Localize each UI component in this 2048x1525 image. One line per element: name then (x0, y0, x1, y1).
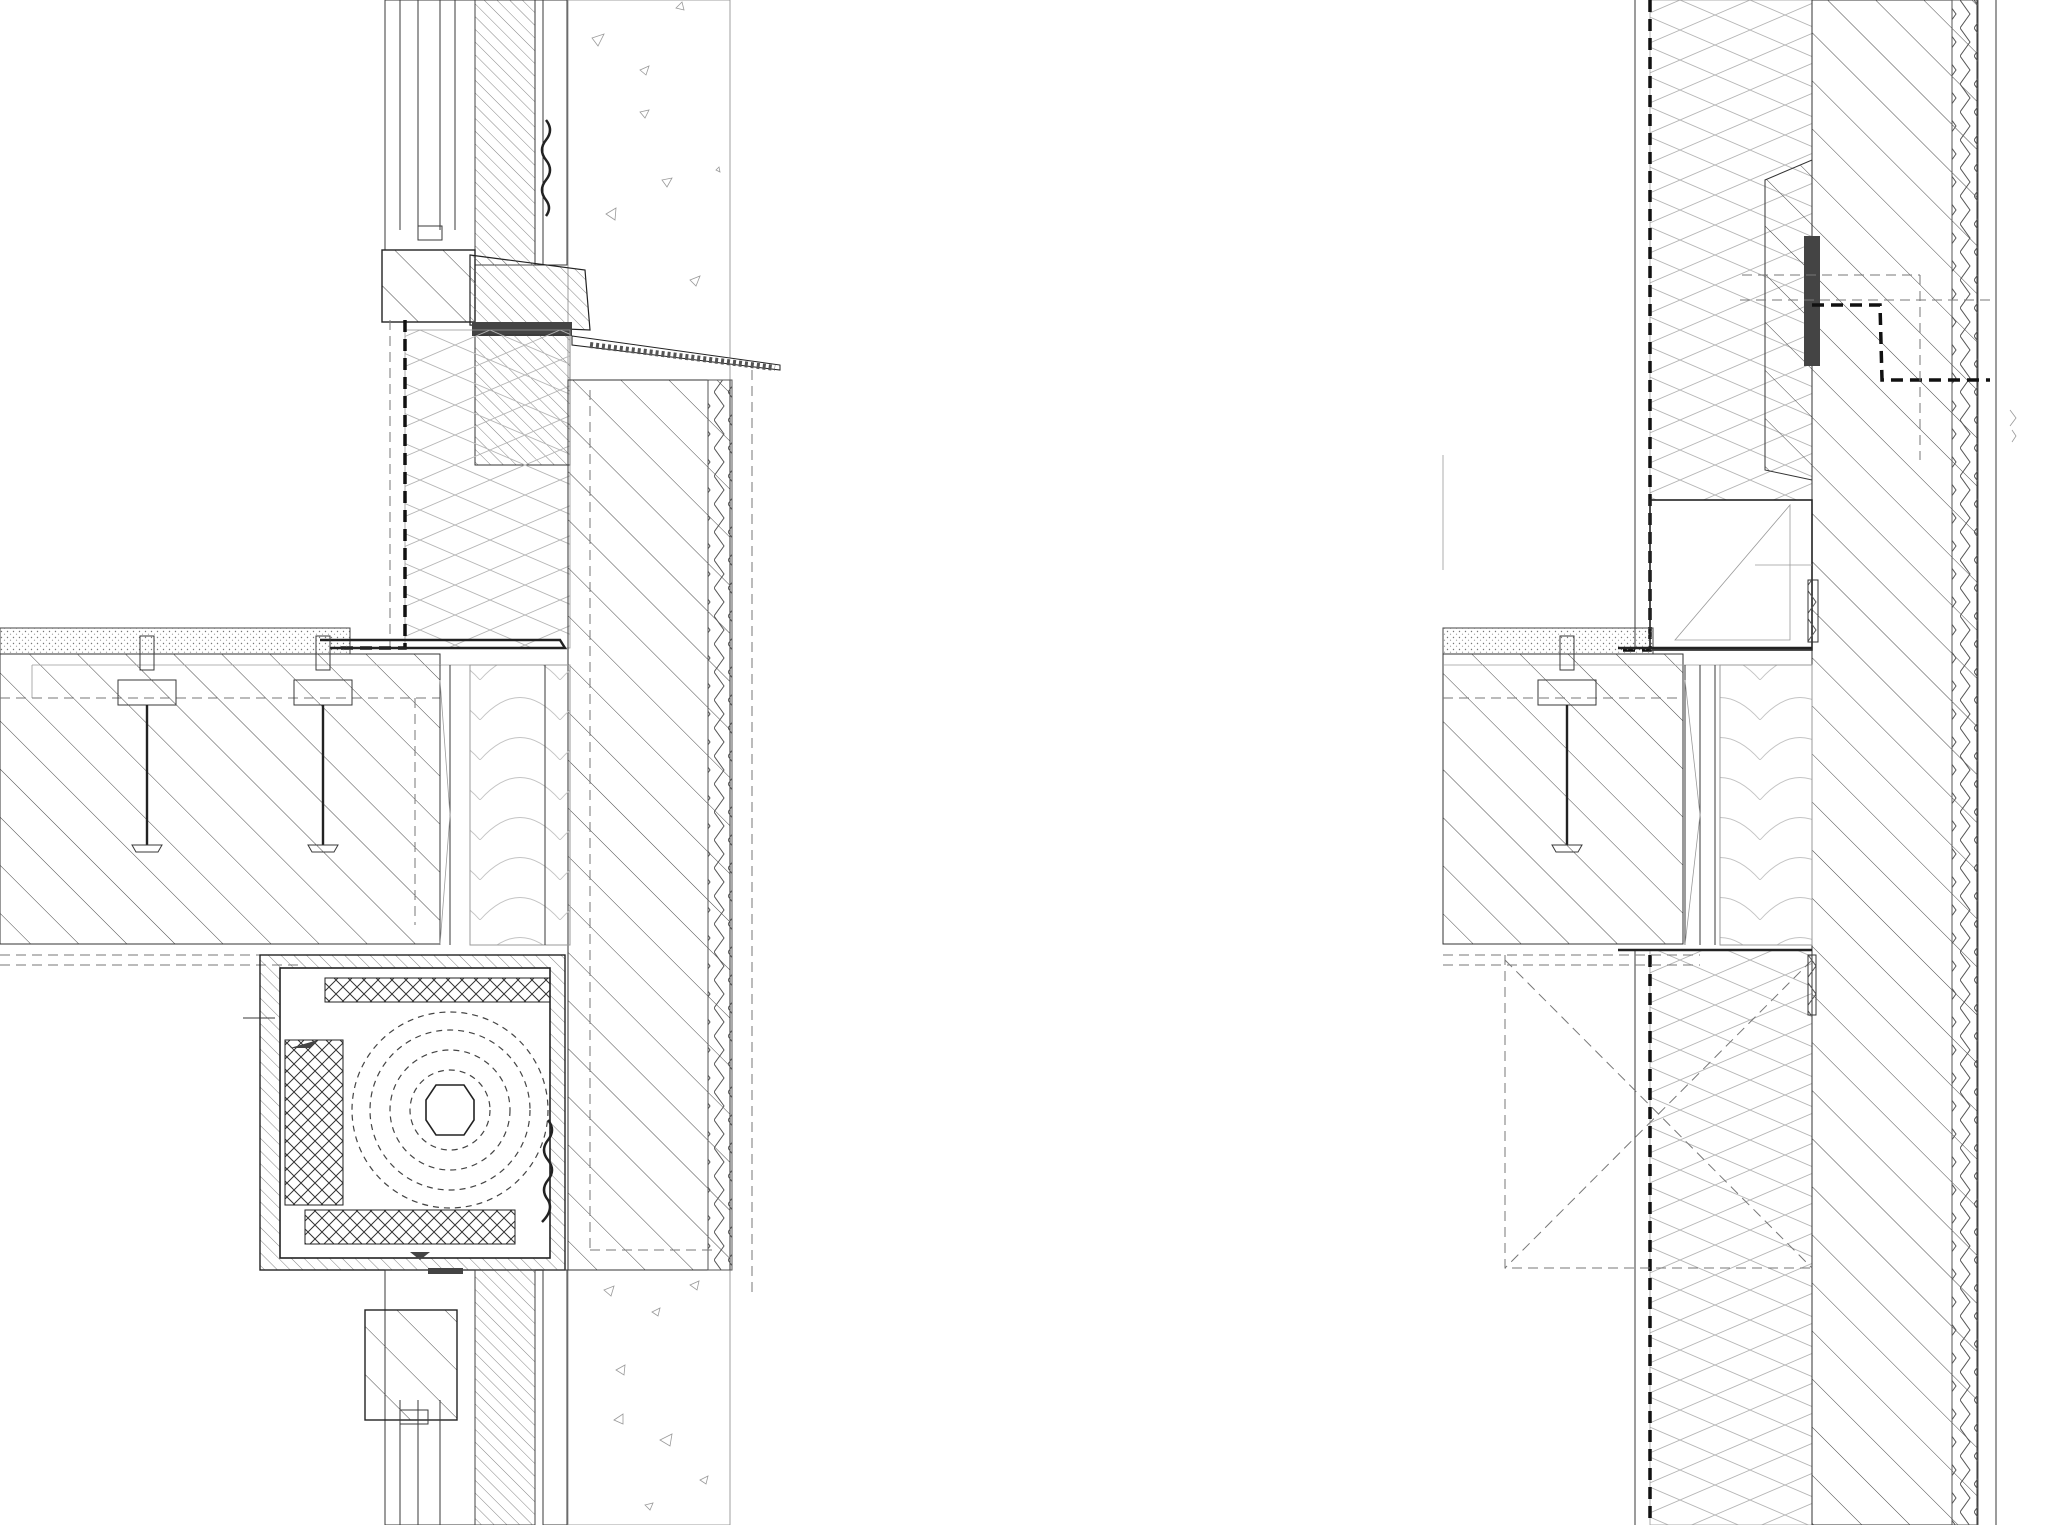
cavity-box (1649, 499, 1813, 651)
precast-concrete-panel-bottom (567, 1269, 731, 1525)
roller-shutter-box (243, 954, 566, 1271)
anchor-bolt-left (117, 635, 177, 853)
anchor-bolt-right-detail (1537, 635, 1597, 853)
load-bearing-wall (567, 379, 731, 1271)
floor-slab (0, 653, 441, 945)
wall-insulation-upper (404, 329, 571, 649)
precast-concrete-panel-top (567, 0, 731, 381)
masonry-wall-right (1811, 0, 1978, 1525)
window-sill-profile (1764, 159, 1813, 481)
right-section-detail (1442, 0, 2017, 1525)
vapour-barrier-right (1618, 0, 1652, 652)
render-layer-right (1951, 0, 1979, 1525)
steel-angle (1804, 236, 1820, 366)
upper-window-frame (381, 0, 781, 371)
floor-screed (0, 627, 351, 655)
slab-edge-insulation-right (1719, 664, 1813, 946)
vapour-barrier-upper (335, 320, 407, 650)
slab-edge-insulation (469, 664, 571, 946)
opening-dashed-outline (1504, 955, 1813, 1269)
shutter-axle (425, 1084, 475, 1136)
left-section-detail (0, 0, 781, 1525)
render-layer (707, 379, 733, 1271)
wall-insulation-right-lower (1649, 949, 1813, 1525)
floor-slab-right (1442, 653, 1684, 945)
concrete-aggregate-marks (591, 1, 721, 1511)
floor-screed-right (1442, 627, 1654, 655)
anchor-bolt-right (293, 635, 353, 853)
lower-window-frame (364, 1268, 568, 1525)
